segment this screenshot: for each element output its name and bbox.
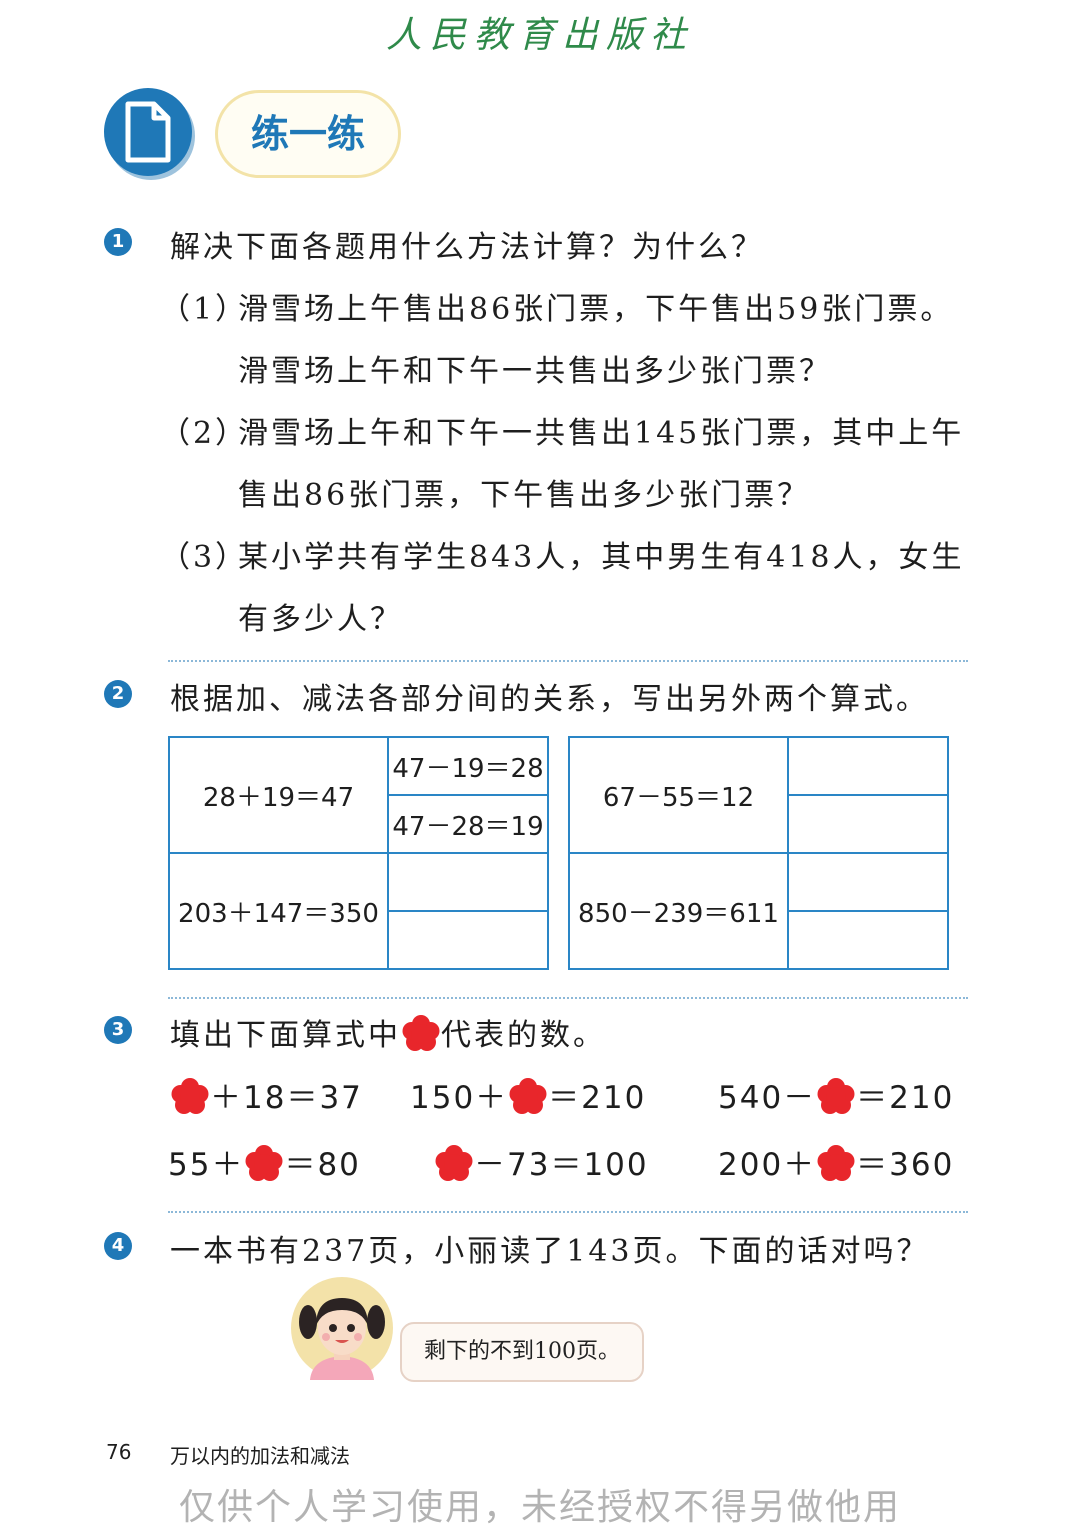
relation-table-right: 67－55＝12 850－239＝611 (568, 736, 949, 970)
divider (168, 660, 968, 662)
relation-table-left: 28＋19＝47 47－19＝28 47－28＝19 203＋147＝350 (168, 736, 549, 970)
question-number-2: 2 (104, 680, 132, 708)
derived-equation: 47－19＝28 (387, 736, 549, 796)
answer-blank[interactable] (787, 736, 949, 796)
q3-prompt-end: 代表的数。 (441, 1018, 606, 1053)
q2-prompt: 根据加、减法各部分间的关系，写出另外两个算式。 (170, 682, 929, 717)
answer-blank[interactable] (387, 910, 549, 970)
q1-item-1-text: 滑雪场上午售出86张门票，下午售出59张门票。 (238, 292, 954, 327)
equation: 200＋＝360 (718, 1139, 954, 1187)
q1-item-2-label: （2） (160, 416, 249, 451)
answer-blank[interactable] (387, 852, 549, 912)
equation: 150＋＝210 (410, 1072, 646, 1120)
q1-item-3-text-cont: 有多少人？ (238, 602, 403, 637)
flower-icon (401, 1014, 441, 1054)
flower-icon (816, 1144, 856, 1184)
equation: 540－＝210 (718, 1072, 954, 1120)
answer-blank[interactable] (787, 794, 949, 854)
q1-item-3-label: （3） (160, 540, 249, 575)
q1-item-2-text-cont: 售出86张门票，下午售出多少张门票？ (238, 478, 811, 513)
equation: ＋18＝37 (170, 1072, 363, 1120)
question-number-3: 3 (104, 1016, 132, 1044)
answer-blank[interactable] (787, 852, 949, 912)
flower-icon (170, 1077, 210, 1117)
document-icon (104, 88, 192, 176)
flower-icon (816, 1077, 856, 1117)
divider (168, 1211, 968, 1213)
given-equation: 203＋147＝350 (168, 852, 389, 970)
girl-avatar (290, 1276, 394, 1380)
q3-prompt: 填出下面算式中 代表的数。 (170, 1010, 606, 1057)
q1-item-3-text: 某小学共有学生843人，其中男生有418人，女生 (238, 540, 965, 575)
q1-item-1-label: （1） (160, 292, 249, 327)
given-equation: 28＋19＝47 (168, 736, 389, 854)
answer-blank[interactable] (787, 910, 949, 970)
given-equation: 850－239＝611 (568, 852, 789, 970)
page-number: 76 (106, 1440, 132, 1464)
section-title: 练一练 (215, 90, 401, 178)
watermark: 仅供个人学习使用，未经授权不得另做他用 (178, 1487, 901, 1528)
q1-item-2-text: 滑雪场上午和下午一共售出145张门票，其中上午 (238, 416, 965, 451)
speech-bubble: 剩下的不到100页。 (400, 1322, 644, 1382)
given-equation: 67－55＝12 (568, 736, 789, 854)
derived-equation: 47－28＝19 (387, 794, 549, 854)
question-number-1: 1 (104, 228, 132, 256)
publisher-logo: 人民教育出版社 (385, 15, 694, 56)
flower-icon (434, 1144, 474, 1184)
equation: 55＋＝80 (168, 1139, 361, 1187)
question-number-4: 4 (104, 1232, 132, 1260)
divider (168, 997, 968, 999)
q4-prompt: 一本书有237页，小丽读了143页。下面的话对吗？ (170, 1234, 930, 1269)
q1-prompt: 解决下面各题用什么方法计算？为什么？ (170, 230, 764, 265)
equation: －73＝100 (434, 1139, 649, 1187)
q3-prompt-start: 填出下面算式中 (170, 1018, 401, 1053)
flower-icon (508, 1077, 548, 1117)
chapter-title: 万以内的加法和减法 (170, 1444, 350, 1468)
flower-icon (244, 1144, 284, 1184)
q1-item-1-text-cont: 滑雪场上午和下午一共售出多少张门票？ (238, 354, 832, 389)
